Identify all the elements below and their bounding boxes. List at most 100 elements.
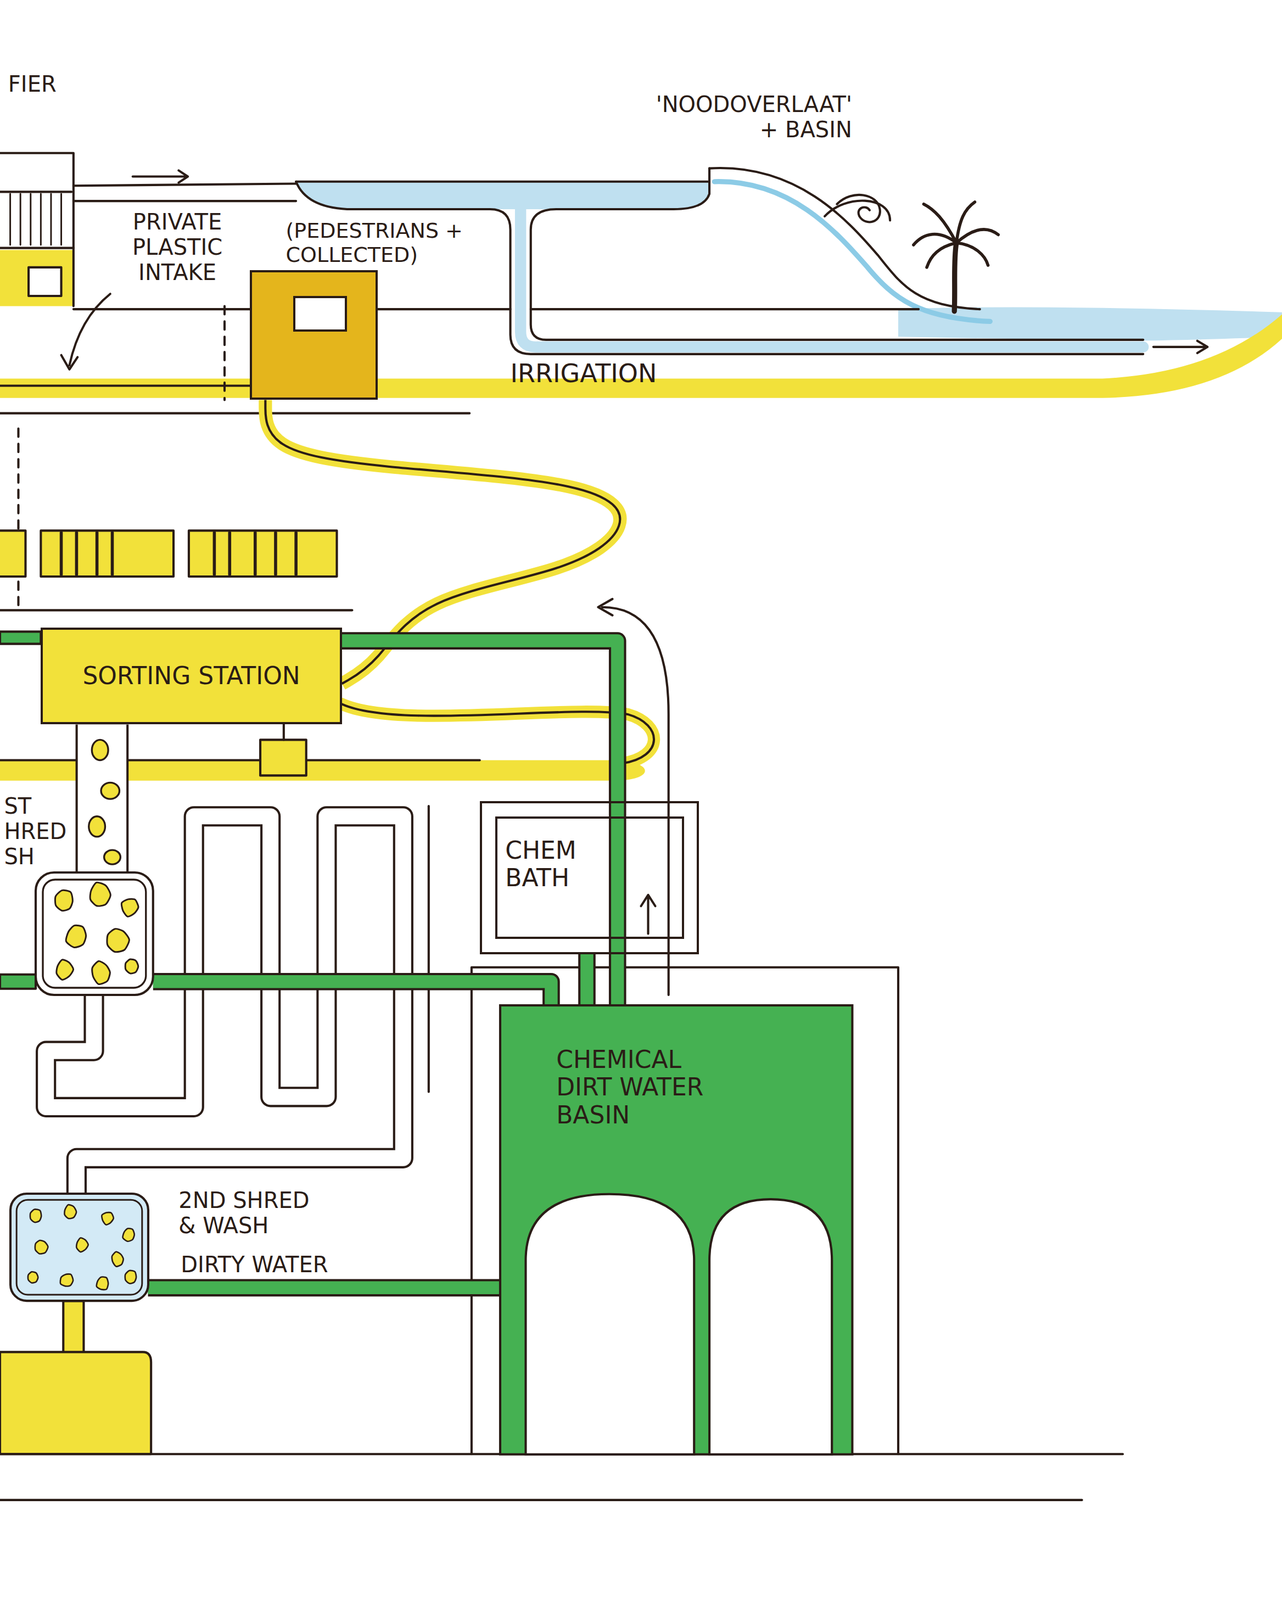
node-text: CHEMICAL DIRT WATER BASIN: [556, 1045, 738, 1130]
chem-bath-box: CHEM BATH: [479, 801, 700, 955]
palm-tree: [913, 202, 999, 268]
yellow-pipe-loop: [342, 703, 654, 764]
flow-arrow: [132, 170, 188, 183]
green-pipe: [148, 1287, 501, 1289]
plastic-chunk: [88, 739, 121, 865]
overflow-slope-sketch: [709, 168, 981, 310]
shred-wash-tank-shape: [96, 1277, 108, 1290]
green-pipe-stroke: [148, 1281, 501, 1295]
flow-arrow: [1153, 340, 1208, 354]
sorting-station-box: SORTING STATION: [40, 627, 342, 725]
plastic-chunk: [88, 816, 106, 837]
shred-wash-tank-shape: [121, 898, 139, 917]
feed-pipe-stroke: [75, 724, 130, 872]
storage-bins: [0, 530, 337, 577]
ground-line: [0, 385, 470, 413]
shred-wash-tank: 2ND SHRED & WASH: [10, 1193, 149, 1301]
shred-wash-tank-shape: [10, 1193, 149, 1301]
green-pipe-stub: [0, 974, 36, 989]
shred-wash-tank-shape: [27, 1272, 38, 1284]
plastic-chunk: [91, 739, 109, 760]
building-sketch: [0, 249, 74, 306]
shred-wash-tank-shape: [76, 1238, 89, 1253]
palm-tree: [954, 242, 957, 312]
node-text: ST HRED SH: [3, 793, 67, 870]
shred-wash-tank-shape: [56, 959, 74, 981]
green-pipe: [586, 954, 587, 1006]
road-line: [73, 183, 296, 202]
building-window: [293, 295, 348, 332]
ground-line: [0, 608, 352, 612]
building-sketch: [10, 193, 62, 245]
sketch-line: [0, 153, 1282, 1500]
plastic-intake-building: (PEDESTRIANS + COLLECTED): [249, 270, 378, 400]
node-text: (PEDESTRIANS + COLLECTED): [286, 219, 476, 267]
dirt-water-basin-shape: [525, 1193, 694, 1454]
green-pipe-stroke: [153, 981, 552, 1006]
ground-line: [0, 758, 480, 761]
shred-wash-tank-shape: [35, 872, 154, 995]
flow-arrow: [597, 598, 669, 995]
shred-wash-tank-shape: [10, 1193, 149, 1301]
water-basin-sketch: [530, 168, 1144, 340]
tank-neck: [63, 1300, 84, 1354]
shred-wash-tank-shape: [107, 928, 130, 953]
annotation-label: PRIVATE PLASTIC INTAKE: [122, 209, 233, 285]
shred-wash-tank-shape: [64, 1205, 77, 1219]
overflow-slope-sketch: [836, 194, 880, 223]
shred-wash-tank-shape: [90, 882, 111, 906]
water-basin-sketch: [295, 181, 710, 210]
shred-wash-tank-shape: [29, 1209, 41, 1223]
pipe-label: DIRTY WATER: [178, 1251, 330, 1278]
water-basin-sketch: [295, 181, 1144, 355]
shred-wash-tank-shape: [125, 959, 139, 974]
node-text: SORTING STATION: [82, 662, 300, 691]
ground-line: [0, 1453, 1123, 1500]
storage-bins: [61, 532, 297, 575]
green-pipe: [153, 981, 552, 1006]
green-pipe-stroke: [153, 981, 552, 1006]
annotation-label: IRRIGATION: [510, 359, 658, 389]
shred-wash-tank-shape: [92, 960, 111, 984]
shred-wash-tank-shape: [16, 1199, 143, 1295]
small-box: [260, 739, 307, 776]
green-pipe-stroke: [580, 954, 593, 1006]
water-basin-sketch: [295, 180, 710, 183]
shred-wash-tank-shape: [122, 1228, 134, 1242]
shred-wash-tank-shape: [34, 1240, 48, 1254]
flow-arrow: [641, 894, 656, 934]
ground-line: [73, 308, 919, 311]
node-text: CHEM BATH: [505, 836, 588, 893]
building-sketch: [0, 191, 74, 248]
water-basin-sketch: [295, 168, 1282, 355]
wall-line: [427, 805, 430, 1092]
dirt-water-basin-shape: [709, 1199, 832, 1455]
green-pipe-stub: [0, 631, 41, 644]
yellow-pipe-loop: [342, 703, 654, 764]
node-text: 2ND SHRED & WASH: [178, 1187, 322, 1239]
dirt-water-basin-shape: [500, 1005, 853, 1455]
basin-frame: [471, 967, 899, 1454]
leader-arrow: [61, 293, 111, 370]
plastic-chunk: [101, 782, 120, 799]
shred-wash-tank-shape: [124, 1270, 136, 1284]
shred-wash-tank: ST HRED SH: [35, 872, 154, 995]
annotation-label: 'NOODOVERLAAT' + BASIN: [637, 91, 853, 143]
sketch-line: [282, 724, 285, 740]
shred-wash-tank-shape: [101, 1212, 114, 1225]
overflow-slope-sketch: [714, 181, 990, 322]
annotation-label: FIER: [8, 71, 57, 97]
overflow-slope-sketch: [824, 200, 890, 221]
shred-wash-tank-shape: [65, 925, 86, 948]
feed-pipe-stroke: [77, 724, 127, 872]
building-sketch: [28, 267, 61, 296]
shred-wash-tank-shape: [54, 889, 73, 911]
palm-tree: [913, 202, 999, 312]
building-sketch: [0, 153, 74, 307]
storage-bins: [188, 530, 338, 577]
dirt-water-basin: CHEMICAL DIRT WATER BASIN: [500, 1005, 853, 1455]
shred-wash-tank-shape: [35, 872, 154, 995]
shred-wash-tank-shape: [59, 1274, 73, 1287]
storage-bins: [0, 530, 26, 577]
